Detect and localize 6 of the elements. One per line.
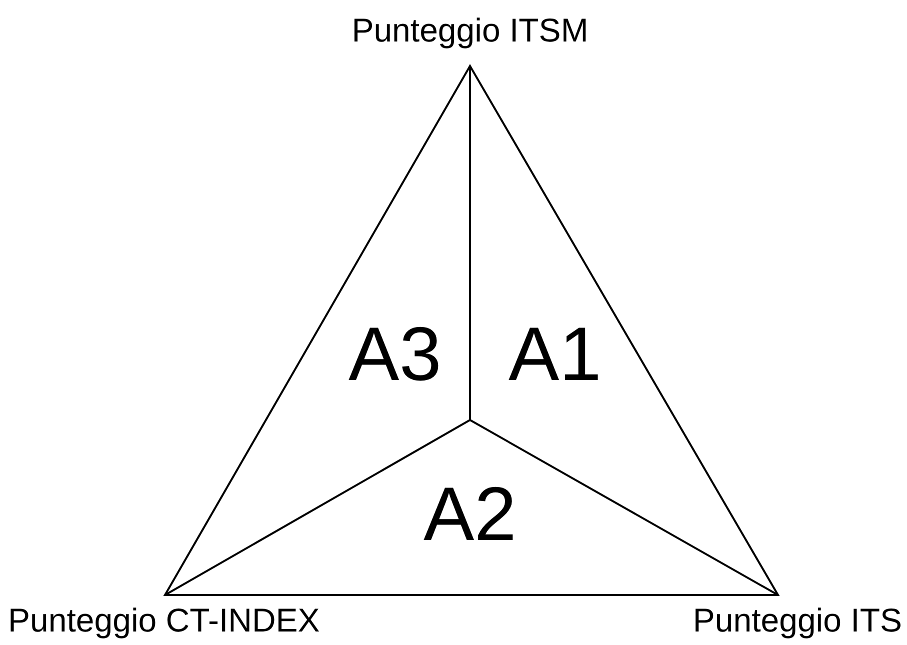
vertex-label: Punteggio ITS [692, 604, 902, 636]
vertex-label: Punteggio CT-INDEX [8, 604, 320, 636]
region-label: A1 [508, 317, 602, 393]
region-label: A2 [424, 477, 516, 553]
region-label: A3 [348, 317, 442, 393]
vertex-label: Punteggio ITSM [352, 14, 588, 46]
